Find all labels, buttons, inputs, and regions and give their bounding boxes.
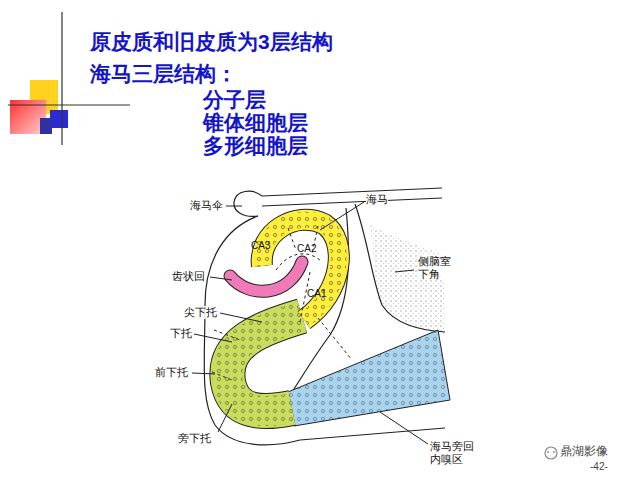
part-label: 海马伞 — [190, 199, 223, 212]
watermark: 鼎湖影像 — [560, 445, 608, 459]
part-label: 前下托 — [155, 366, 188, 379]
subtitle: 海马三层结构： — [90, 62, 237, 86]
region-boundary — [212, 226, 352, 380]
slide-title: 原皮质和旧皮质为3层结构 — [90, 30, 333, 54]
layer-name: 多形细胞层 — [203, 134, 308, 158]
part-label: 尖下托 — [184, 306, 217, 319]
region-label: CA2 — [297, 243, 316, 255]
part-label: 海马 — [366, 193, 388, 206]
part-label: 下托 — [170, 327, 192, 340]
part-label: 海马旁回 内嗅区 — [430, 440, 482, 465]
part-label: 侧脑室 下角 — [418, 255, 458, 280]
leader-line — [192, 202, 428, 444]
layer-name: 分子层 — [203, 88, 266, 112]
part-label: 旁下托 — [178, 432, 211, 445]
page-number: -42- — [590, 461, 608, 473]
region-label: CA3 — [251, 240, 270, 252]
part-label: 齿状回 — [172, 270, 205, 283]
region-label: CA1 — [307, 288, 326, 300]
watermark-icon — [545, 447, 557, 459]
layer-name: 锥体细胞层 — [203, 111, 308, 135]
